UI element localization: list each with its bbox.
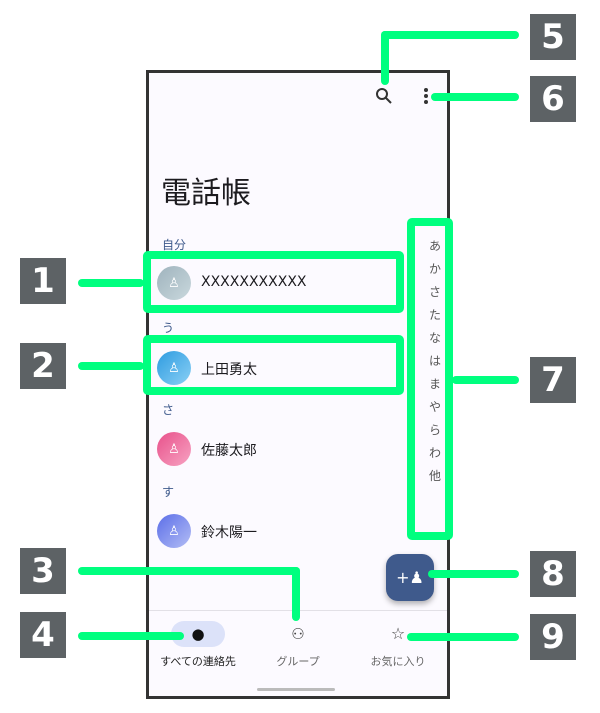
index-letter[interactable]: か [429, 262, 442, 276]
add-contact-button[interactable]: +♟ [386, 554, 434, 601]
search-icon[interactable] [375, 87, 393, 105]
contact-name: 佐藤太郎 [201, 443, 257, 459]
avatar: ♙ [157, 432, 191, 466]
nav-favorites[interactable]: ☆ お気に入り [349, 621, 447, 669]
index-letter[interactable]: た [429, 308, 442, 322]
section-header: さ [162, 403, 175, 417]
star-icon: ☆ [390, 624, 406, 643]
callout-line [78, 362, 144, 370]
contact-name: 鈴木陽一 [201, 525, 257, 541]
contact-name: 上田勇太 [201, 362, 257, 378]
index-letter[interactable]: あ [429, 239, 442, 253]
contact-row-self[interactable]: ♙ XXXXXXXXXXX [149, 263, 399, 303]
alphabet-index[interactable]: あ か さ た な は ま や ら わ 他 [429, 235, 441, 488]
contact-row[interactable]: ♙ 佐藤太郎 [149, 429, 399, 469]
index-letter[interactable]: さ [429, 285, 442, 299]
index-letter[interactable]: ら [429, 423, 442, 437]
section-header: す [162, 485, 175, 499]
callout-line [407, 633, 519, 641]
callout-line [452, 376, 519, 384]
callout-frame-1 [143, 251, 404, 313]
callout-number: 3 [20, 548, 66, 594]
add-person-icon: +♟ [396, 568, 424, 587]
callout-number: 5 [530, 14, 576, 60]
avatar: ♙ [157, 266, 191, 300]
nav-label: お気に入り [370, 655, 426, 668]
callout-number: 6 [530, 76, 576, 122]
index-letter[interactable]: わ [429, 446, 442, 460]
section-header: う [162, 321, 175, 335]
nav-label: すべての連絡先 [160, 655, 236, 668]
home-indicator [257, 688, 335, 691]
callout-number: 2 [20, 343, 66, 389]
callout-number: 1 [20, 258, 66, 304]
callout-line [292, 567, 300, 621]
index-letter[interactable]: 他 [429, 469, 442, 483]
more-options-icon[interactable] [423, 87, 429, 105]
nav-label: グループ [276, 655, 320, 668]
callout-number: 8 [530, 551, 576, 597]
section-header: 自分 [162, 238, 187, 252]
callout-frame-2 [143, 335, 404, 395]
avatar: ♙ [157, 514, 191, 548]
contact-name: XXXXXXXXXXX [201, 274, 307, 290]
index-letter[interactable]: は [429, 354, 442, 368]
callout-number: 9 [530, 614, 576, 660]
callout-line [431, 93, 519, 101]
nav-groups[interactable]: ⚇ グループ [249, 621, 347, 669]
avatar: ♙ [157, 351, 191, 385]
page-title: 電話帳 [161, 176, 251, 211]
callout-line [428, 570, 519, 578]
index-letter[interactable]: や [429, 400, 442, 414]
index-letter[interactable]: ま [429, 377, 442, 391]
group-icon: ⚇ [291, 625, 305, 643]
contact-row[interactable]: ♙ 上田勇太 [149, 348, 399, 388]
contact-row[interactable]: ♙ 鈴木陽一 [149, 511, 399, 551]
index-letter[interactable]: な [429, 331, 442, 345]
callout-line [78, 567, 300, 575]
callout-frame-7 [407, 218, 453, 540]
callout-line [78, 632, 184, 640]
callout-line [78, 279, 144, 287]
callout-number: 7 [530, 357, 576, 403]
callout-line [381, 31, 519, 39]
callout-number: 4 [20, 612, 66, 658]
nav-all-contacts[interactable]: ● すべての連絡先 [149, 621, 247, 669]
callout-line [381, 31, 389, 85]
